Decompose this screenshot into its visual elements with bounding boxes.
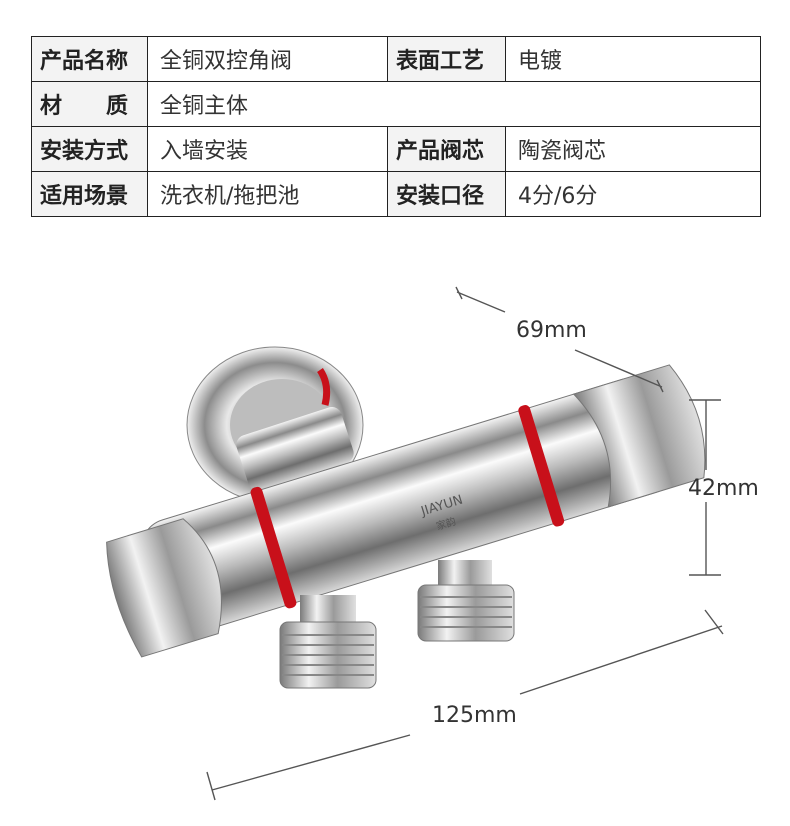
table-row: 适用场景 洗衣机/拖把池 安装口径 4分/6分: [31, 171, 761, 217]
spec-label: 表面工艺: [387, 36, 506, 82]
spec-value: 4分/6分: [505, 171, 761, 217]
spec-value: 陶瓷阀芯: [505, 126, 761, 172]
dimension-lines: [206, 286, 724, 801]
spec-label: 适用场景: [31, 171, 148, 217]
dimension-length: 125mm: [432, 703, 517, 728]
outlet-fitting: [417, 560, 515, 642]
spec-value: 洗衣机/拖把池: [147, 171, 388, 217]
spec-value: 全铜主体: [147, 81, 761, 127]
table-row: 材 质 全铜主体: [31, 81, 761, 127]
spec-label: 产品名称: [31, 36, 148, 82]
valve-body: JIAYUN 家韵: [106, 364, 706, 658]
red-ring: [518, 405, 565, 527]
dimension-depth: 69mm: [516, 318, 587, 343]
spec-label: 安装口径: [387, 171, 506, 217]
spec-table: 产品名称 全铜双控角阀 表面工艺 电镀 材 质 全铜主体 安装方式 入墙安装 产…: [31, 36, 761, 217]
spec-label: 安装方式: [31, 126, 148, 172]
outlet-fitting: [279, 595, 377, 689]
wall-pipe: [236, 407, 354, 491]
red-ring: [250, 486, 297, 609]
dimension-height: 42mm: [688, 476, 759, 501]
